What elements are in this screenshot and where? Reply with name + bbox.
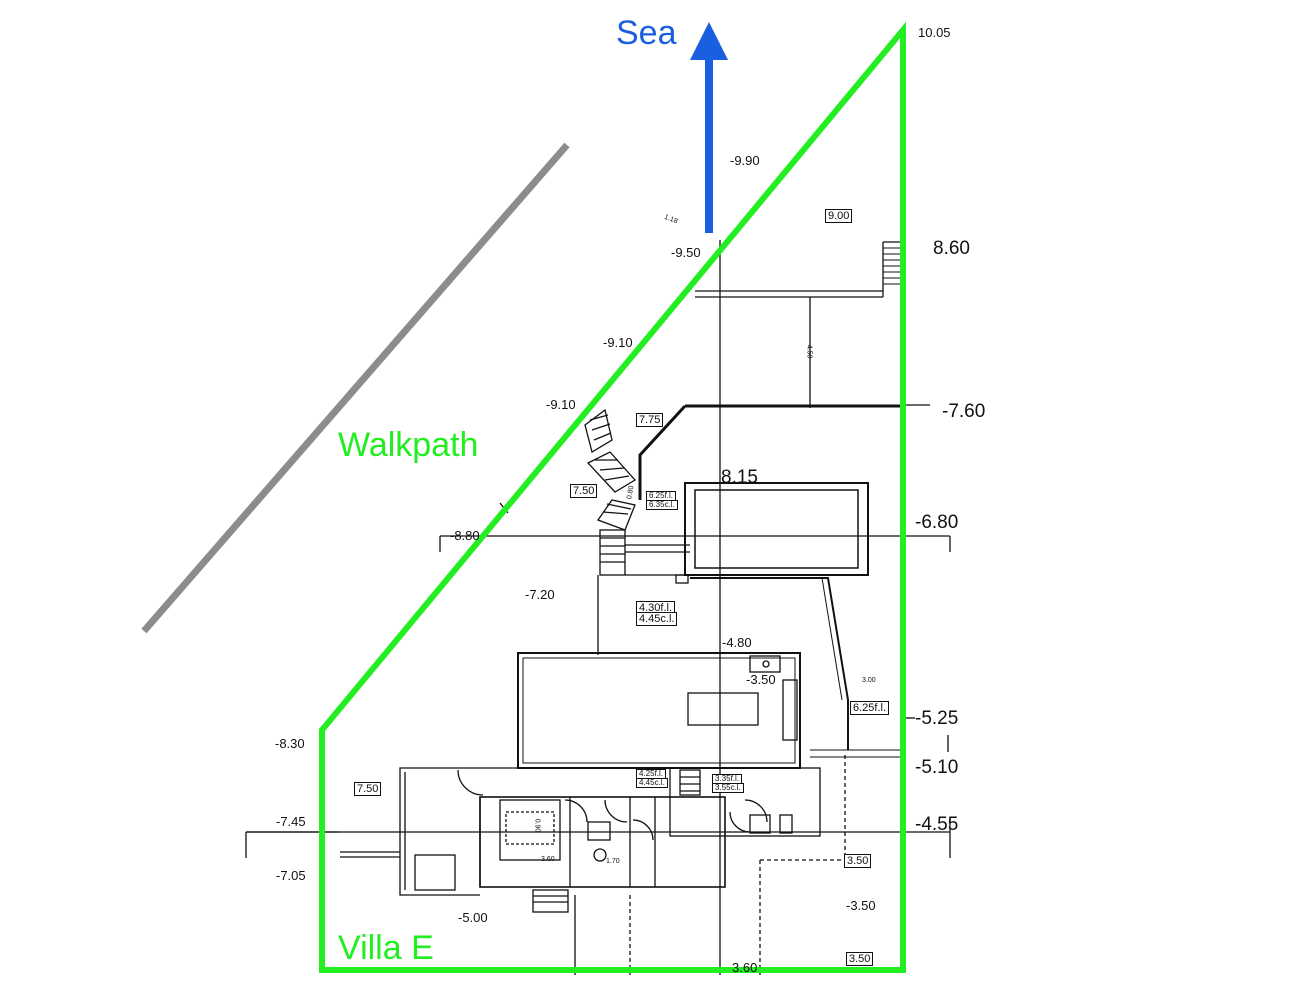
walkpath-line (141, 142, 570, 634)
level-box: 7.50 (354, 782, 382, 796)
level-box: 6.35c.l. (646, 500, 678, 510)
level-mark: -6.80 (915, 512, 959, 533)
level-mark: -3.50 (846, 898, 876, 913)
dimension-label: 0.90 (533, 818, 541, 833)
level-mark: -4.55 (915, 814, 959, 835)
level-mark: -5.25 (915, 708, 959, 729)
dimension-label: 1.70 (606, 858, 620, 865)
level-box: 3.50 (844, 854, 872, 868)
level-mark: -7.20 (525, 587, 555, 602)
level-box: 3.55c.l. (712, 783, 744, 793)
walkpath-label: Walkpath (338, 426, 479, 464)
dimension-label: 3.00 (862, 677, 876, 684)
level-mark: -9.10 (546, 397, 576, 412)
level-mark: -4.80 (722, 635, 752, 650)
level-mark: -7.45 (276, 814, 306, 829)
plot-boundary (319, 21, 906, 973)
level-mark: -8.30 (275, 736, 305, 751)
level-mark: -3.50 (746, 672, 776, 687)
sea-arrow-icon (690, 22, 728, 233)
level-mark: -5.10 (915, 757, 959, 778)
level-box: 7.75 (636, 413, 664, 427)
level-mark: -7.05 (276, 868, 306, 883)
level-mark: -9.10 (603, 335, 633, 350)
level-mark: -5.00 (458, 910, 488, 925)
level-mark: 3.60 (732, 960, 758, 975)
level-mark: -9.50 (671, 245, 701, 260)
sea-label: Sea (616, 14, 677, 52)
level-mark: -9.90 (730, 153, 760, 168)
dimension-label: 4.50 (805, 344, 813, 359)
level-box: 9.00 (825, 209, 853, 223)
level-mark: -7.60 (942, 401, 986, 422)
level-box: 4.45c.l. (636, 778, 668, 788)
level-mark: -8.80 (450, 528, 480, 543)
level-mark: 10.05 (918, 25, 951, 40)
level-box: 7.50 (570, 484, 598, 498)
level-box: 6.25f.l. (850, 701, 890, 715)
level-box: 3.50 (846, 952, 874, 966)
level-box: 4.45c.l. (636, 612, 678, 626)
level-mark: 8.15 (721, 467, 758, 488)
plan-linework (245, 240, 951, 975)
dimension-label: 3.60 (541, 856, 555, 863)
level-mark: 8.60 (933, 238, 970, 259)
villa-label: Villa E (338, 929, 434, 967)
level-box: 4.30f.l. (636, 601, 676, 615)
